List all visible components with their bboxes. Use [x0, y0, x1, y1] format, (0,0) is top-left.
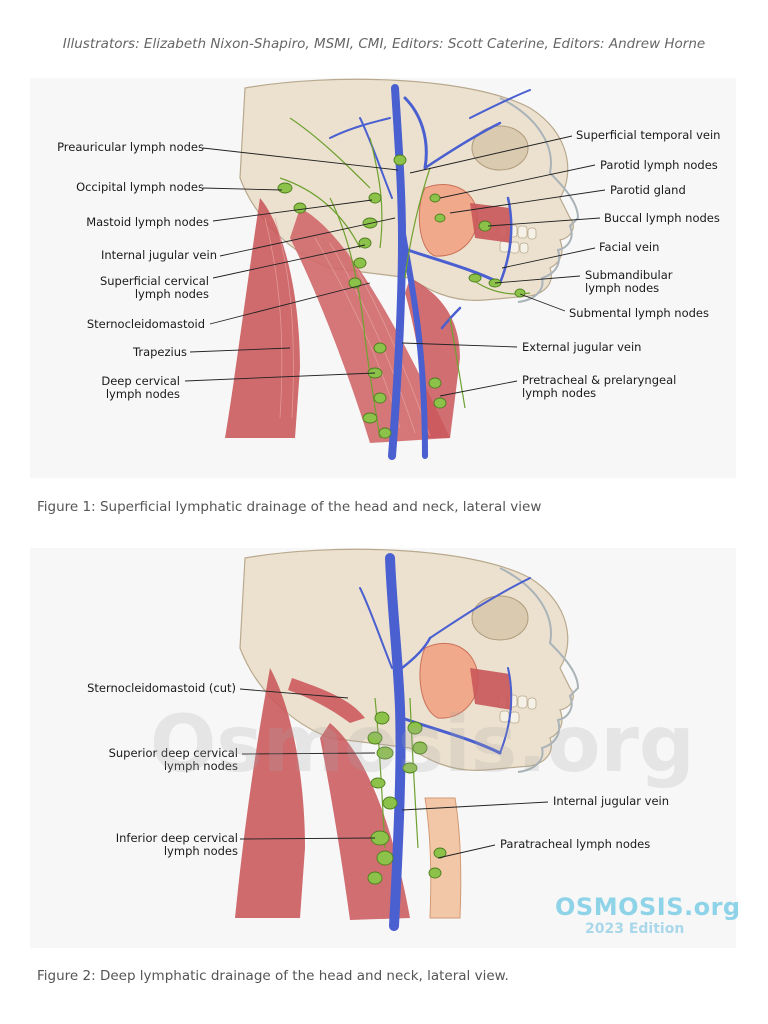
label-inferior-deep-line-1: Inferior deep cervical	[115, 831, 238, 845]
label-occipital-lymph-nodes: Occipital lymph nodes	[76, 180, 204, 194]
label-deep-cervical-line-1: Deep cervical	[101, 374, 180, 388]
scm-cut-muscle	[288, 678, 365, 723]
label-submandibular-line-1: Submandibular	[585, 268, 673, 282]
label-mastoid-lymph-nodes: Mastoid lymph nodes	[86, 215, 209, 229]
deep-neck-muscles	[320, 723, 410, 920]
figure-2-leader-lines	[239, 688, 549, 859]
label-deep-cervical-lymph-nodes: Deep cervical lymph nodes	[101, 375, 180, 401]
osmosis-watermark-2: Osmosis.org	[150, 700, 695, 790]
osmosis-brand-name: OSMOSIS.org	[555, 893, 741, 921]
trapezius-muscle	[235, 668, 305, 918]
face-outline	[499, 97, 580, 303]
illustrator-credits: Illustrators: Elizabeth Nixon-Shapiro, M…	[62, 36, 706, 52]
label-external-jugular-vein: External jugular vein	[522, 340, 642, 354]
label-superior-deep-line-2: lymph nodes	[163, 759, 238, 773]
label-pretracheal-line-1: Pretracheal & prelaryngeal	[522, 373, 677, 387]
label-submandibular-line-2: lymph nodes	[585, 281, 660, 295]
lymph-nodes	[367, 711, 447, 885]
trachea	[424, 797, 462, 919]
label-pretracheal-prelaryngeal-lymph-nodes: Pretracheal & prelaryngeal lymph nodes	[522, 374, 676, 400]
lymph-nodes	[277, 154, 526, 439]
lymph-vessels	[279, 117, 531, 439]
label-superficial-cervical-line-1: Superficial cervical	[99, 274, 209, 288]
label-submental-lymph-nodes: Submental lymph nodes	[569, 306, 709, 320]
veins	[359, 553, 531, 931]
face-outline	[499, 567, 580, 773]
figure-2-illustration	[235, 548, 580, 931]
figure-1-leader-lines	[184, 135, 606, 397]
label-parotid-lymph-nodes: Parotid lymph nodes	[600, 158, 718, 172]
buccinator-muscle	[470, 668, 512, 710]
figure-2-caption: Figure 2: Deep lymphatic drainage of the…	[37, 968, 509, 984]
osmosis-brand-logo: OSMOSIS.org 2023 Edition	[555, 893, 741, 937]
label-sternocleidomastoid-cut: Sternocleidomastoid (cut)	[87, 681, 236, 695]
label-trapezius: Trapezius	[133, 345, 187, 359]
label-superficial-temporal-vein: Superficial temporal vein	[576, 128, 721, 142]
label-pretracheal-line-2: lymph nodes	[522, 386, 597, 400]
label-superficial-cervical-lymph-nodes: Superficial cervical lymph nodes	[100, 275, 209, 301]
osmosis-edition: 2023 Edition	[585, 921, 685, 937]
label-preauricular-lymph-nodes: Preauricular lymph nodes	[57, 140, 204, 154]
figure-1-illustration	[184, 78, 606, 460]
label-sternocleidomastoid: Sternocleidomastoid	[86, 317, 205, 331]
veins	[329, 84, 531, 460]
label-superficial-cervical-line-2: lymph nodes	[134, 287, 209, 301]
label-internal-jugular-vein: Internal jugular vein	[100, 248, 217, 262]
parotid-gland	[418, 183, 478, 257]
label-submandibular-lymph-nodes: Submandibular lymph nodes	[585, 269, 672, 295]
label-inferior-deep-line-2: lymph nodes	[163, 844, 238, 858]
figure-2-panel: Sternocleidomastoid (cut) Superior deep …	[30, 548, 736, 948]
label-buccal-lymph-nodes: Buccal lymph nodes	[604, 211, 720, 225]
trapezius-muscle	[225, 198, 300, 438]
label-superior-deep-line-1: Superior deep cervical	[108, 746, 238, 760]
label-superior-deep-cervical-lymph-nodes: Superior deep cervical lymph nodes	[109, 747, 238, 773]
figure-1-caption: Figure 1: Superficial lymphatic drainage…	[37, 499, 542, 515]
label-deep-cervical-line-2: lymph nodes	[105, 387, 180, 401]
label-inferior-deep-cervical-lymph-nodes: Inferior deep cervical lymph nodes	[116, 832, 238, 858]
parotid-gland	[419, 642, 479, 719]
label-internal-jugular-vein: Internal jugular vein	[553, 794, 670, 808]
figure-1-panel: Preauricular lymph nodes Occipital lymph…	[30, 78, 736, 478]
label-facial-vein: Facial vein	[599, 240, 660, 254]
label-paratracheal-lymph-nodes: Paratracheal lymph nodes	[500, 837, 651, 851]
label-parotid-gland: Parotid gland	[610, 183, 686, 197]
buccinator-muscle	[470, 203, 512, 243]
